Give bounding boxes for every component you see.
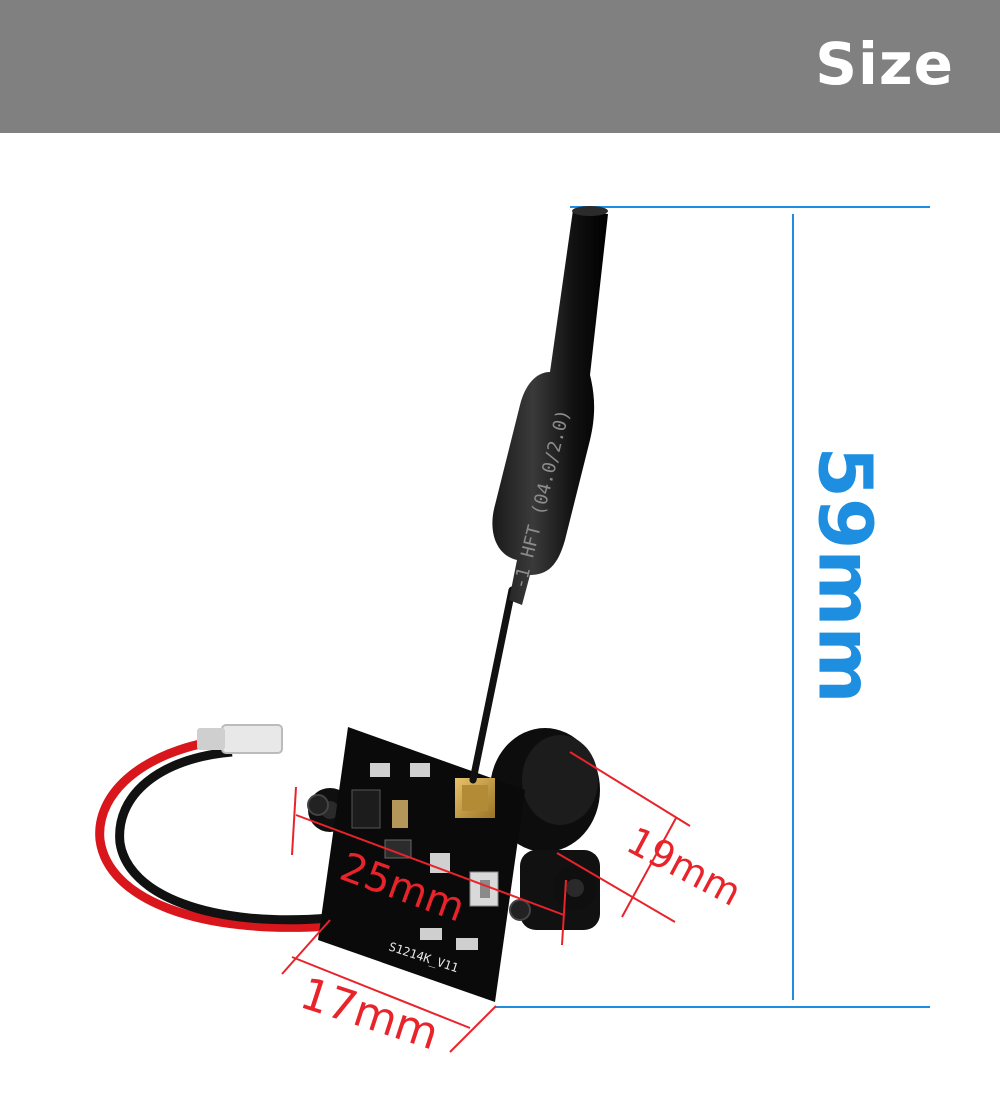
antenna: -1 HFT (04.0/2.0) — [469, 206, 608, 784]
pcb-board: S1214K_V11 — [307, 727, 531, 1002]
wire-connector — [221, 724, 283, 754]
header-title: Size — [815, 30, 954, 98]
header-bar: Size — [0, 0, 1000, 133]
bottom-label: 17mm — [294, 968, 445, 1060]
power-wires — [95, 724, 331, 932]
height-label: 59mm — [801, 446, 887, 703]
height-dimension: 59mm — [495, 206, 930, 1008]
